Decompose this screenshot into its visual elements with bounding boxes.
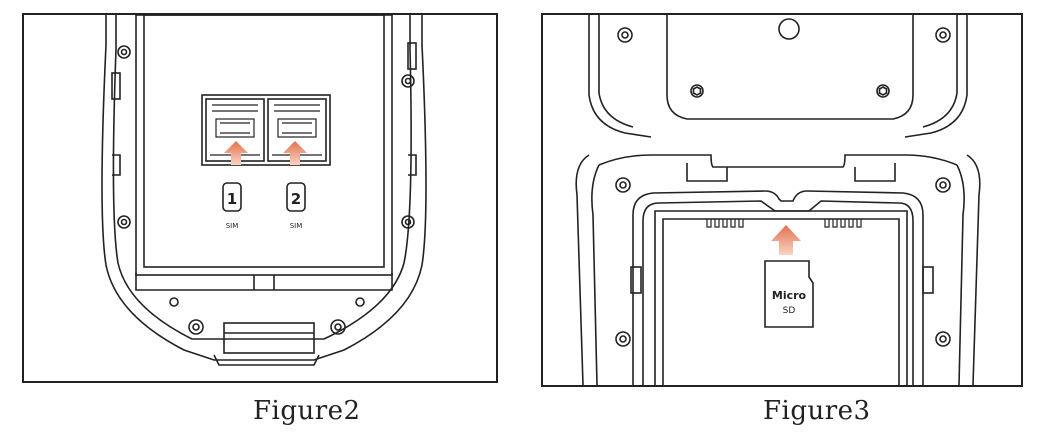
device-inner-shell: [112, 15, 412, 340]
device-top-outline: [588, 15, 652, 138]
figure-2-caption: Figure2: [253, 396, 361, 426]
bottom-latch: [223, 322, 315, 354]
right-side-clip: [922, 266, 934, 294]
sim-tray: [201, 94, 331, 166]
micro-sd-label-line2: SD: [783, 306, 796, 316]
insert-arrow-micro-sd: [771, 225, 801, 255]
battery-compartment: [135, 15, 393, 276]
right-side-clip: [407, 42, 417, 70]
figure-3-caption: Figure3: [763, 396, 871, 426]
camera-lens: [778, 18, 800, 40]
battery-bay-outer: [632, 190, 924, 385]
bottom-ledge: [135, 273, 393, 291]
figure-2-diagram: 1 2 SIM SIM: [101, 15, 427, 366]
slot-2-sim-label: SIM: [290, 222, 303, 230]
slot-1-number: 1: [227, 190, 237, 208]
screws: [615, 27, 951, 347]
insert-arrow-slot-2: [283, 141, 307, 165]
left-side-clip: [111, 72, 121, 100]
device-lower-outer: [575, 154, 590, 385]
figure-3-panel: Micro SD: [541, 13, 1023, 387]
battery-bay-inner: [654, 210, 908, 385]
battery-compartment-inner: [143, 15, 385, 268]
slot-1-badge: [222, 182, 242, 212]
screws: [117, 45, 415, 335]
slot-2-badge: [286, 182, 306, 212]
figure-3-diagram: Micro SD: [575, 15, 981, 385]
device-outer-shell: [101, 15, 427, 361]
left-side-clip: [630, 266, 642, 294]
insert-arrow-slot-1: [224, 141, 248, 165]
micro-sd-label-line1: Micro: [772, 289, 807, 302]
slot-2-number: 2: [291, 190, 301, 208]
figure-2-panel: 1 2 SIM SIM: [22, 13, 498, 383]
micro-sd-card: [764, 260, 814, 328]
slot-1-sim-label: SIM: [226, 222, 239, 230]
camera-module: [666, 15, 914, 120]
